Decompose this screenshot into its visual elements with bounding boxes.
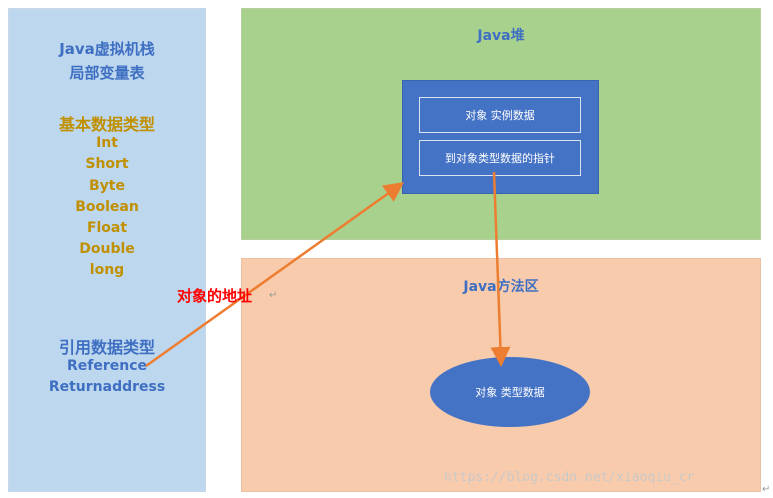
stack-title: Java虚拟机栈 [59,40,155,58]
basic-type-item: Boolean [75,199,139,215]
watermark-url: https://blog.csdn.net/xiaoqiu_cr [444,470,695,485]
basic-types-title: 基本数据类型 [58,115,155,134]
method-area-title: Java方法区 [463,279,539,295]
basic-type-item: long [89,262,125,278]
reference-type-item: Reference [66,358,148,374]
object-address-label: 对象的地址 [177,287,253,305]
reference-types-title: 引用数据类型 [58,338,155,357]
type-data-ellipse: 对象 类型数据 [430,357,590,427]
type-pointer-box: 到对象类型数据的指针 [419,140,581,176]
local-variable-table-title: 局部变量表 [69,64,145,82]
basic-type-item: Double [79,241,135,257]
heap-title: Java堆 [477,28,525,44]
basic-type-item: Float [86,220,128,236]
paragraph-mark-icon: ↵ [762,484,771,495]
basic-type-item: Byte [89,178,125,194]
address-arrow [145,182,405,368]
reference-type-item: Returnaddress [48,379,166,395]
basic-type-item: Int [96,135,118,151]
basic-type-item: Short [85,156,129,172]
jvm-stack-panel [8,8,206,492]
instance-data-box: 对象 实例数据 [419,97,581,133]
type-pointer-arrow [490,171,511,367]
paragraph-mark-icon: ↵ [269,290,278,301]
